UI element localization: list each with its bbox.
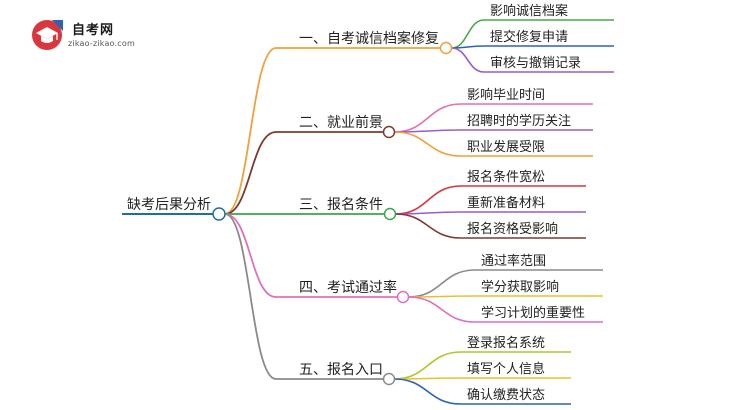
- leaf-link: [394, 351, 462, 380]
- leaf-link: [395, 213, 462, 239]
- leaf-label: 登录报名系统: [467, 335, 545, 351]
- leaf-label: 通过率范围: [481, 253, 546, 269]
- branch-label: 四、考试通过率: [299, 279, 397, 296]
- branch-link: [224, 47, 277, 215]
- branch-link: [224, 131, 277, 215]
- graduation-cap-logo-icon: [32, 20, 63, 50]
- leaf-label: 影响诚信档案: [490, 3, 568, 19]
- leaf-label: 填写个人信息: [467, 361, 545, 377]
- leaf-link: [408, 296, 476, 323]
- branch-label: 二、就业前景: [299, 114, 383, 131]
- site-logo: 自考网 zikao-zikao.com: [30, 18, 170, 54]
- branch-node-circle[interactable]: [382, 372, 396, 386]
- branch-node-circle[interactable]: [383, 207, 397, 221]
- branch-label: 三、报名条件: [299, 196, 383, 213]
- branch-node-circle[interactable]: [439, 41, 453, 55]
- leaf-label: 学习计划的重要性: [481, 305, 585, 321]
- leaf-link: [394, 103, 462, 133]
- logo-url: zikao-zikao.com: [68, 39, 135, 48]
- leaf-label: 职业发展受限: [467, 139, 545, 155]
- logo-title: 自考网: [72, 23, 115, 38]
- leaf-label: 招聘时的学历关注: [467, 113, 571, 129]
- leaf-label: 报名条件宽松: [467, 169, 545, 185]
- leaf-link: [451, 47, 485, 73]
- branch-link: [224, 213, 277, 380]
- root-node-circle[interactable]: [212, 207, 226, 221]
- leaf-label: 确认缴费状态: [467, 388, 545, 403]
- leaf-link: [408, 269, 476, 298]
- leaf-link: [451, 19, 485, 49]
- leaf-link: [394, 131, 462, 157]
- leaf-link: [394, 378, 462, 405]
- branch-node-circle[interactable]: [382, 125, 396, 139]
- leaf-label: 提交修复申请: [490, 29, 568, 45]
- branch-label: 一、自考诚信档案修复: [299, 30, 439, 47]
- branch-link: [224, 213, 277, 298]
- leaf-link: [395, 185, 462, 215]
- root-label: 缺考后果分析: [127, 197, 211, 213]
- leaf-label: 重新准备材料: [467, 195, 545, 211]
- leaf-label: 审核与撤销记录: [490, 55, 581, 71]
- leaf-label: 报名资格受影响: [467, 221, 558, 237]
- leaf-label: 学分获取影响: [481, 279, 559, 295]
- branch-label: 五、报名入口: [299, 362, 383, 378]
- leaf-label: 影响毕业时间: [467, 87, 545, 103]
- branch-node-circle[interactable]: [396, 290, 410, 304]
